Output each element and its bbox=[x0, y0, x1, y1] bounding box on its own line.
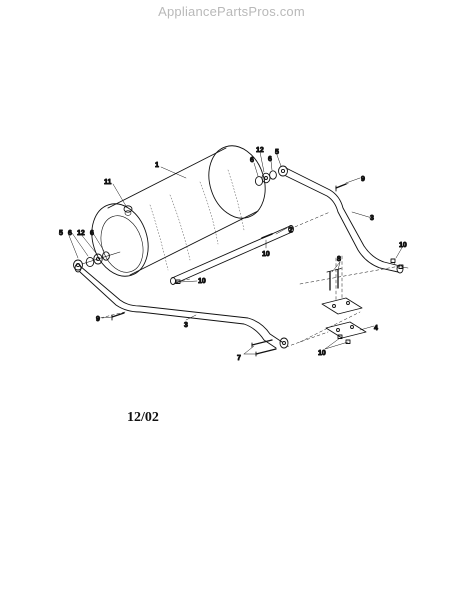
callout-10-right: 10 bbox=[399, 242, 407, 249]
hitch-brackets bbox=[321, 297, 367, 339]
callout-1: 1 bbox=[155, 162, 159, 169]
left-hub-hardware bbox=[73, 251, 121, 271]
bolts-7 bbox=[251, 339, 277, 357]
watermark: AppliancePartsPros.com bbox=[158, 4, 305, 19]
right-hub-hardware bbox=[254, 165, 288, 186]
leader-lines bbox=[67, 151, 409, 355]
bolt-9-left bbox=[111, 312, 125, 321]
callout-5-right: 5 bbox=[275, 149, 279, 156]
callout-6-right-b: 6 bbox=[268, 156, 272, 163]
callout-2: 2 bbox=[289, 227, 293, 234]
nuts-10 bbox=[175, 258, 404, 344]
callout-4: 4 bbox=[374, 325, 378, 332]
revision-date: 12/02 bbox=[127, 410, 159, 425]
callout-11: 11 bbox=[104, 179, 112, 186]
callout-9-right: 9 bbox=[361, 176, 365, 183]
assembly-lines bbox=[99, 182, 401, 348]
callout-10-middle: 10 bbox=[198, 278, 206, 285]
callout-5-left: 5 bbox=[59, 230, 63, 237]
callout-9-left: 9 bbox=[96, 316, 100, 323]
callouts: 1 11 12 6 6 5 9 3 2 10 5 6 12 6 10 8 10 … bbox=[59, 147, 408, 363]
cross-bar bbox=[170, 225, 294, 285]
left-handle-tube bbox=[74, 263, 289, 349]
callout-10-crossbar: 10 bbox=[262, 251, 270, 258]
callout-3-left: 3 bbox=[184, 322, 188, 329]
callout-6-left-b: 6 bbox=[90, 230, 94, 237]
bolt-9-right bbox=[335, 183, 347, 192]
roller-drum bbox=[91, 145, 266, 277]
callout-3-right: 3 bbox=[370, 215, 374, 222]
callout-6-right-a: 6 bbox=[250, 157, 254, 164]
callout-12-left: 12 bbox=[77, 230, 85, 237]
callout-12-right: 12 bbox=[256, 147, 264, 154]
bolts-8 bbox=[326, 268, 342, 291]
callout-7: 7 bbox=[237, 355, 241, 362]
callout-10-bracket: 10 bbox=[318, 350, 326, 357]
right-handle-tube bbox=[285, 167, 404, 274]
callout-8: 8 bbox=[337, 256, 341, 263]
callout-6-left-a: 6 bbox=[68, 230, 72, 237]
